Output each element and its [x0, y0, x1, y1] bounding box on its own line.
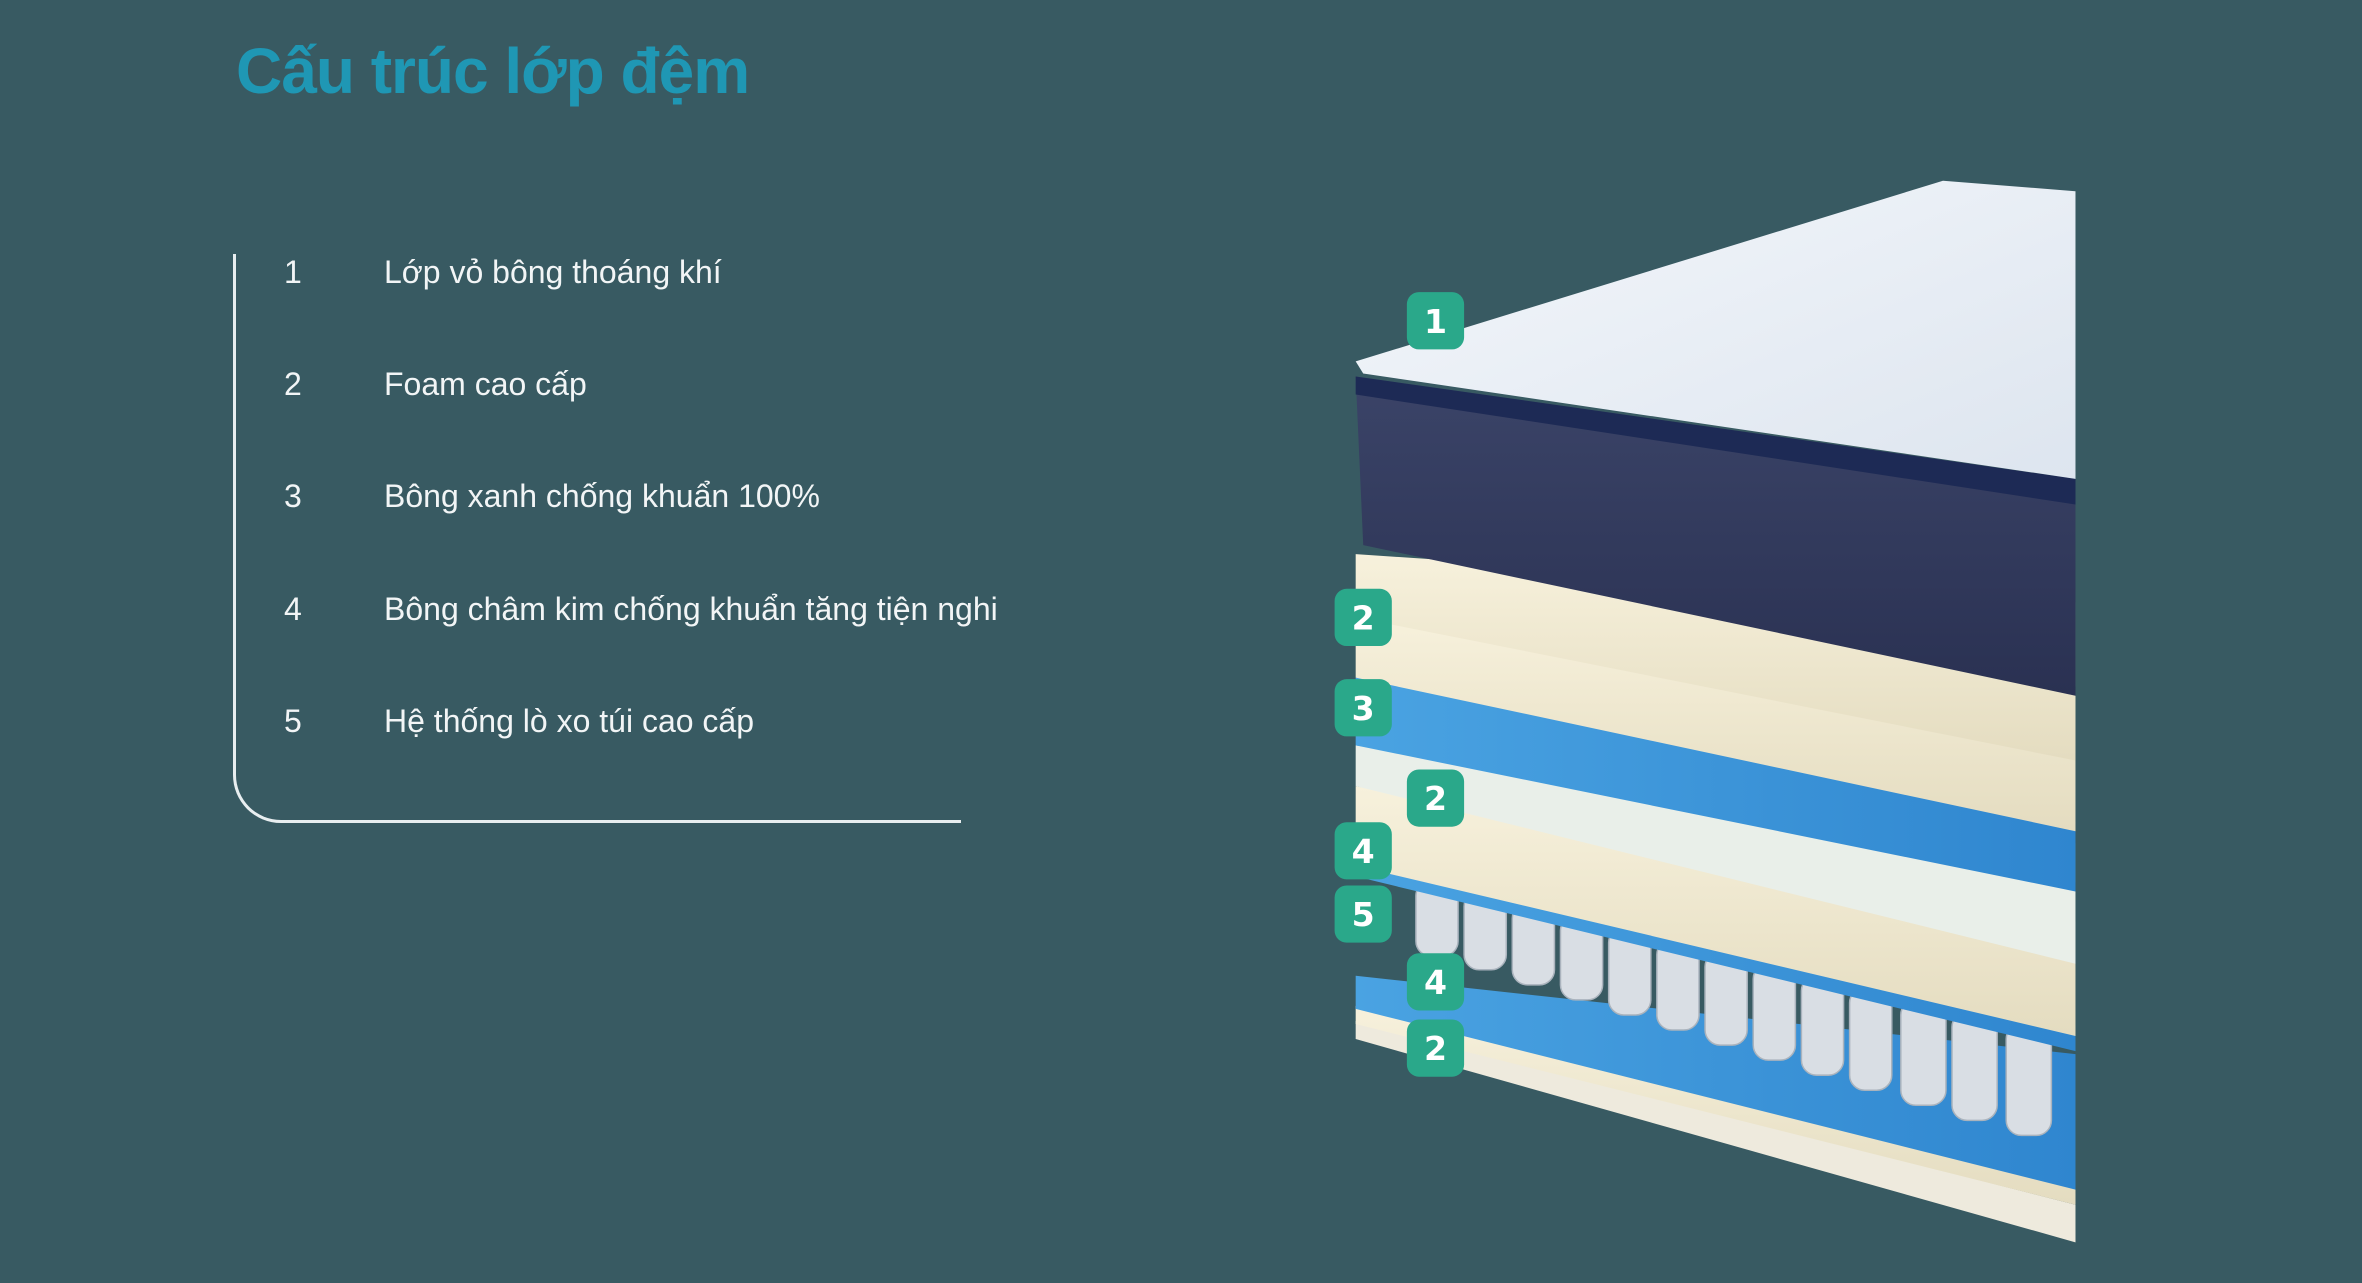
layer-label: Lớp vỏ bông thoáng khí: [384, 254, 722, 290]
layer-number: 1: [284, 254, 302, 290]
badge-2: 2: [1334, 588, 1392, 647]
layer-number: 2: [284, 366, 302, 402]
layer-label: Foam cao cấp: [384, 366, 587, 402]
layer-number: 5: [284, 703, 302, 739]
foam-layer-bottom: [1355, 1020, 2076, 1243]
svg-text:3: 3: [1352, 689, 1375, 728]
layer-number: 4: [284, 591, 302, 627]
mattress-border-piping: [1355, 376, 2076, 505]
layer-label: Hệ thống lò xo túi cao cấp: [384, 703, 755, 739]
layer-label: Bông châm kim chống khuẩn tăng tiện nghi: [384, 591, 998, 627]
svg-text:2: 2: [1424, 779, 1447, 818]
layer-badges: 1 2 3 2 4 5 4 2: [1334, 292, 1465, 1077]
badge-4: 4: [1406, 953, 1465, 1011]
badge-4: 4: [1334, 822, 1392, 880]
foam-layer-bottom-2: [1355, 1005, 2076, 1205]
svg-text:2: 2: [1424, 1029, 1447, 1068]
badge-5: 5: [1334, 885, 1392, 943]
svg-text:4: 4: [1424, 963, 1447, 1002]
svg-text:5: 5: [1352, 895, 1375, 934]
svg-text:4: 4: [1352, 832, 1375, 871]
layer-label: Bông xanh chống khuẩn 100%: [384, 478, 820, 514]
blue-layer-needle: [1355, 861, 2076, 1052]
mattress-top-surface: [1355, 180, 2076, 479]
svg-text:2: 2: [1352, 598, 1375, 637]
badge-2: 2: [1406, 1019, 1465, 1077]
layer-number: 3: [284, 478, 302, 514]
badge-1: 1: [1406, 292, 1465, 350]
badge-2: 2: [1406, 769, 1465, 827]
foam-layer-middle-2: [1355, 786, 2076, 1037]
badge-3: 3: [1334, 679, 1392, 737]
page-title: Cấu trúc lớp đệm: [236, 35, 750, 107]
svg-text:1: 1: [1424, 302, 1447, 341]
blue-layer-antibacterial: [1355, 677, 2076, 892]
spring-coils: [1415, 880, 2053, 1137]
foam-layer-middle: [1355, 745, 2076, 964]
blue-layer-bottom: [1355, 975, 2076, 1190]
